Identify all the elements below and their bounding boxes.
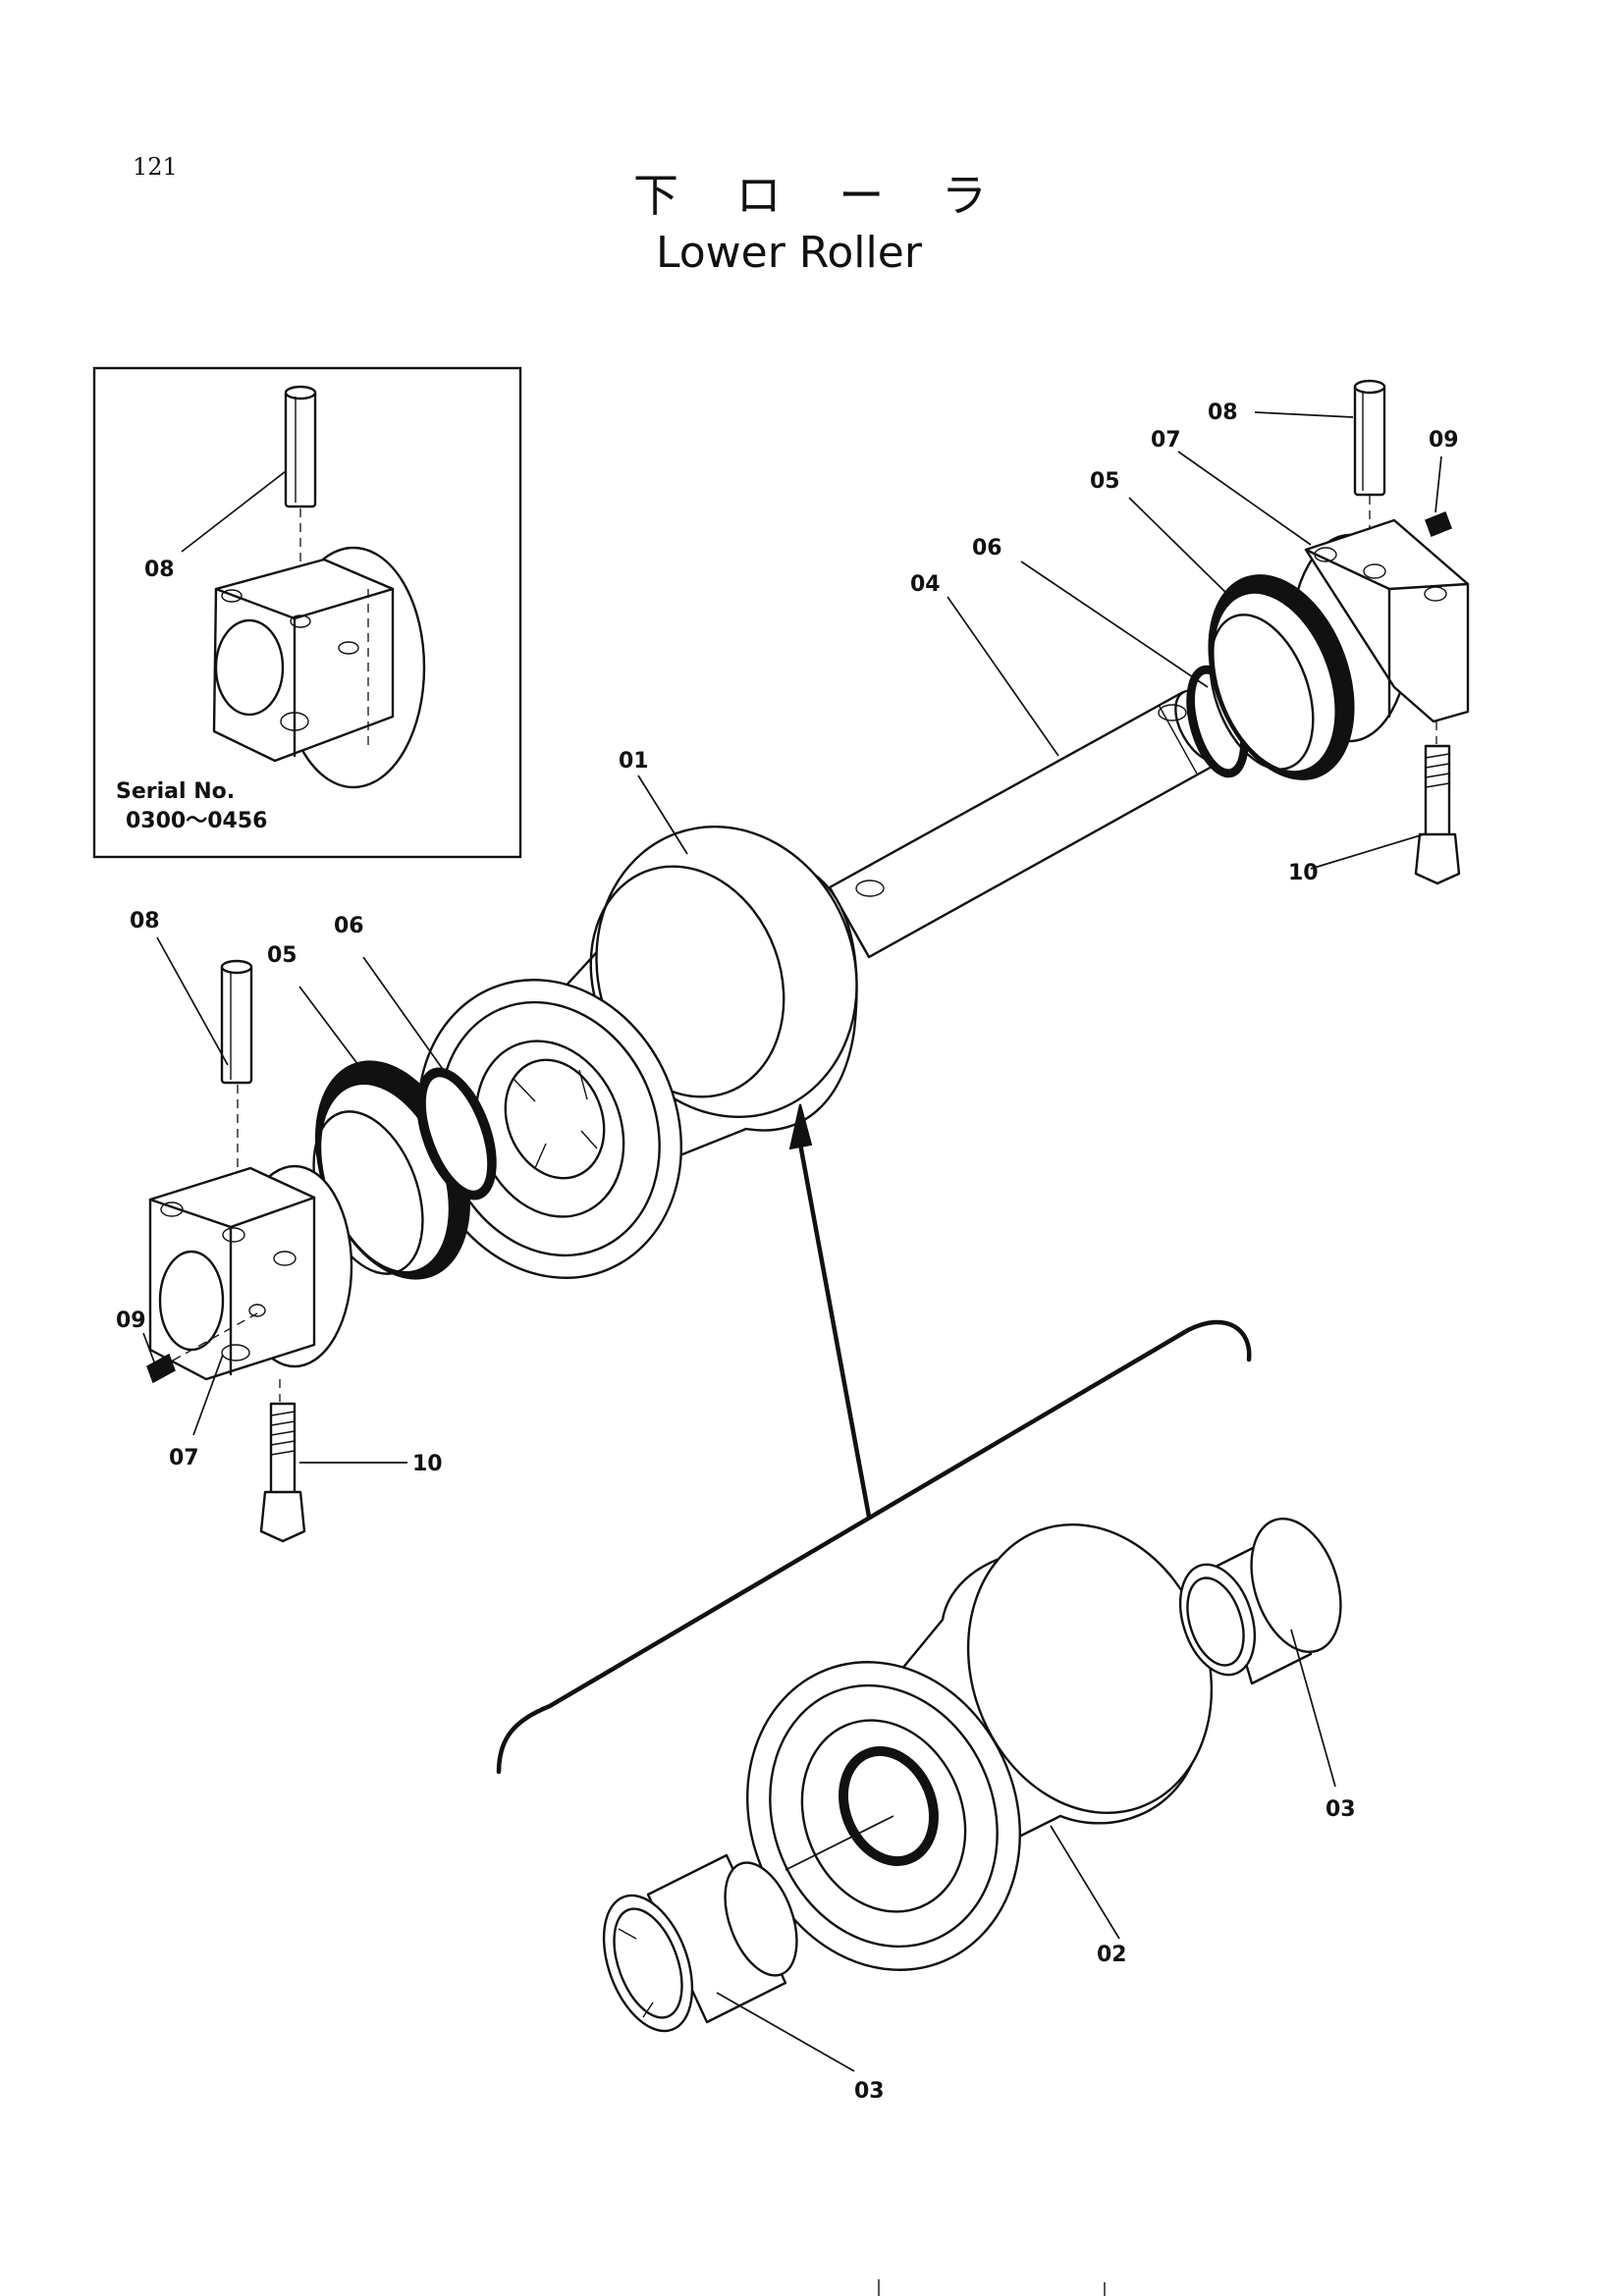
callout-03-bottom: 03 xyxy=(854,2079,885,2104)
callout-09-left: 09 xyxy=(116,1308,146,1333)
scan-marks xyxy=(878,2279,1106,2296)
inset-pin xyxy=(284,385,317,618)
right-setscrew-09 xyxy=(1425,511,1452,537)
left-setscrew-09 xyxy=(146,1312,258,1384)
left-bracket-07 xyxy=(148,1164,353,1381)
inset-bracket xyxy=(212,546,426,789)
callout-01: 01 xyxy=(619,749,649,774)
right-seal-05 xyxy=(1208,574,1355,780)
callout-06-left: 06 xyxy=(334,914,364,938)
title-japanese: 下 ロ ー ラ xyxy=(633,169,1008,222)
inset-serial-label: Serial No. xyxy=(116,779,235,804)
callout-02: 02 xyxy=(1097,1943,1127,1967)
callout-10-right: 10 xyxy=(1288,861,1319,885)
inset-serial-range: 0300〜0456 xyxy=(126,809,267,833)
left-pin-08 xyxy=(220,959,253,1202)
inset-serial-variant: 08 Serial No. 0300〜0456 xyxy=(92,366,522,859)
inset-frame xyxy=(92,366,522,859)
detail-bushing-03-left xyxy=(602,1853,798,2033)
left-oring-06 xyxy=(416,1067,497,1201)
right-bolt-10 xyxy=(1414,721,1461,885)
roller-body-01 xyxy=(417,825,858,1279)
detail-bushing-03-right xyxy=(1178,1517,1342,1685)
right-pin-08 xyxy=(1353,379,1386,560)
callout-07-left: 07 xyxy=(169,1446,199,1470)
callout-03-right: 03 xyxy=(1325,1797,1356,1822)
inset-callout-08: 08 xyxy=(144,558,175,582)
inset-leader xyxy=(181,470,287,553)
callout-07-right: 07 xyxy=(1151,428,1181,453)
page-number: 121 xyxy=(133,153,178,181)
title-english: Lower Roller xyxy=(656,228,923,278)
leader-lines xyxy=(142,411,1442,2072)
left-bolt-10 xyxy=(259,1379,306,1543)
callout-06-right: 06 xyxy=(972,536,1002,561)
callout-05-left: 05 xyxy=(267,943,298,968)
callout-04: 04 xyxy=(910,572,941,597)
detail-bracket-line xyxy=(496,1103,1252,1775)
callout-08-right: 08 xyxy=(1208,400,1238,425)
callout-10-left: 10 xyxy=(412,1452,443,1476)
right-bracket-07 xyxy=(1289,518,1470,743)
callout-09-right: 09 xyxy=(1429,428,1459,453)
callout-08-left: 08 xyxy=(130,909,160,934)
detail-roller-02 xyxy=(746,1522,1214,1971)
callout-05-right: 05 xyxy=(1090,469,1120,494)
